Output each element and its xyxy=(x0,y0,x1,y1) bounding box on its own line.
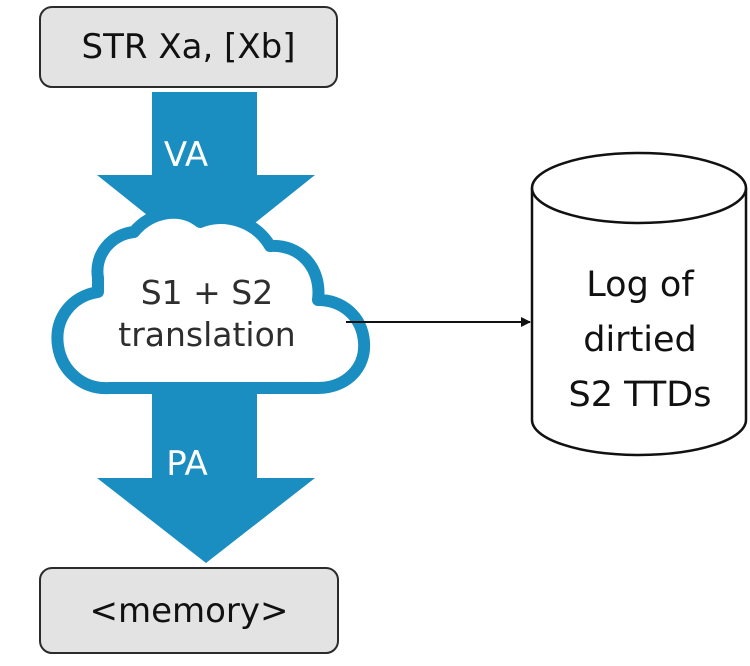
log-line-1: Log of xyxy=(586,265,694,305)
va-arrow xyxy=(97,92,315,262)
memory-label: <memory> xyxy=(89,590,289,631)
cylinder-icon xyxy=(530,151,748,457)
translation-label: S1 + S2 translation xyxy=(87,272,327,356)
memory-box: <memory> xyxy=(39,567,339,654)
pa-label: PA xyxy=(166,444,208,484)
log-label: Log of dirtied S2 TTDs xyxy=(535,258,745,423)
instruction-box: STR Xa, [Xb] xyxy=(39,6,338,88)
translation-line-2: translation xyxy=(118,315,296,354)
cloud-icon xyxy=(51,206,371,395)
instruction-label: STR Xa, [Xb] xyxy=(81,27,296,67)
log-line-3: S2 TTDs xyxy=(568,375,712,415)
translation-line-1: S1 + S2 xyxy=(140,273,274,312)
log-line-2: dirtied xyxy=(583,320,697,360)
va-label: VA xyxy=(163,135,209,175)
pa-arrow xyxy=(97,393,315,563)
